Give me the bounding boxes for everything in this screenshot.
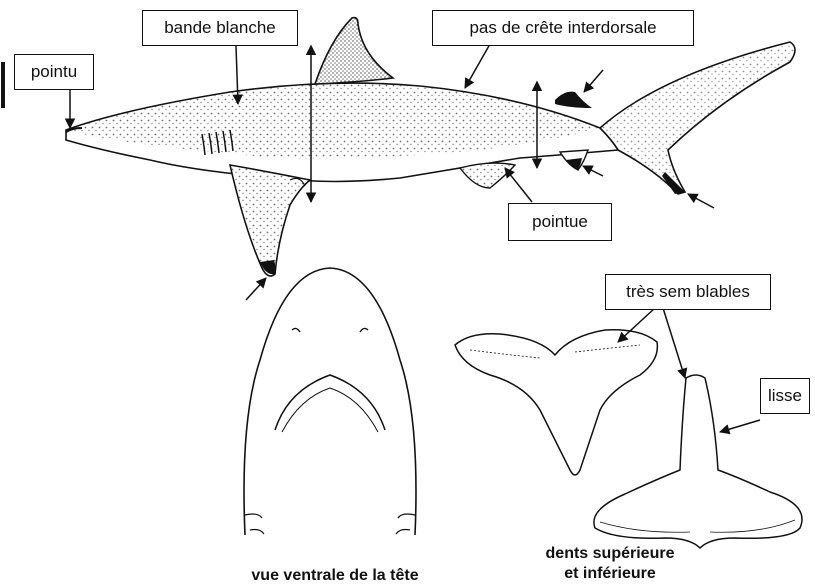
second-dorsal-fin (555, 92, 592, 108)
label-lisse: lisse (760, 378, 810, 414)
label-pointu: pointu (14, 54, 94, 90)
label-pointue: pointue (508, 203, 612, 241)
caption-teeth-line2: et inférieure (530, 564, 690, 583)
head-ventral-view (244, 268, 416, 535)
shark-illustration (66, 18, 795, 276)
caption-teeth-line1: dents supérieure (530, 544, 690, 563)
upper-tooth (455, 330, 657, 475)
label-pas-de-crete: pas de crête interdorsale (432, 10, 694, 46)
label-bande-blanche: bande blanche (142, 10, 298, 46)
caption-head-view: vue ventrale de la tête (225, 566, 445, 585)
label-tres-semblables: très sem blables (605, 274, 771, 310)
